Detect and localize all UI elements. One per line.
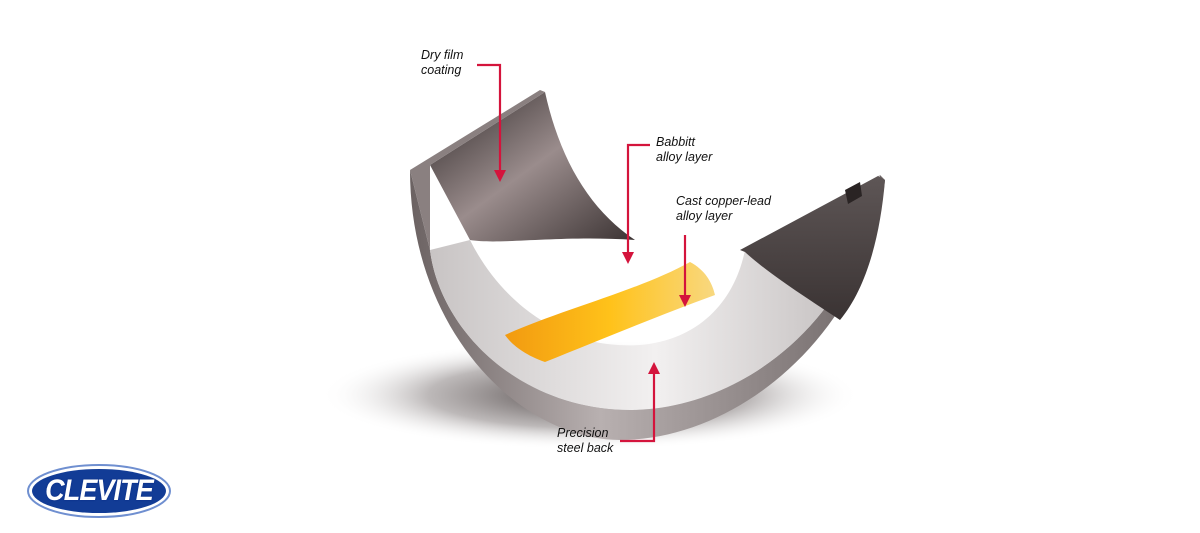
label-line: Cast copper-lead: [676, 194, 771, 208]
logo-oval: [27, 464, 171, 518]
babbitt-arrow: [626, 143, 650, 254]
right-tab-notch: [845, 182, 862, 204]
label-babbitt-alloy-layer: Babbitt alloy layer: [656, 135, 712, 165]
copper-lead-arrowhead: [679, 295, 691, 307]
clevite-logo: CLEVITE: [26, 463, 172, 519]
label-line: Dry film: [421, 48, 464, 62]
label-line: steel back: [557, 441, 614, 455]
copper-lead-layer: [505, 262, 715, 362]
babbitt-arrowhead: [622, 252, 634, 264]
dry-film-arrowhead: [494, 170, 506, 182]
steel-back-arrow: [620, 372, 656, 443]
right-tab-face: [740, 176, 885, 320]
logo-text: CLEVITE: [45, 474, 154, 507]
label-precision-steel-back: Precision steel back: [557, 426, 613, 456]
label-line: alloy layer: [656, 150, 713, 164]
steel-back-shell: [410, 170, 885, 440]
label-dry-film-coating: Dry film coating: [421, 48, 463, 78]
label-line: coating: [421, 63, 462, 77]
callout-arrows: [477, 63, 687, 443]
label-line: Precision: [557, 426, 609, 440]
label-cast-copper-lead-layer: Cast copper-lead alloy layer: [676, 194, 771, 224]
label-line: Babbitt: [656, 135, 695, 149]
left-tab-face: [430, 92, 635, 242]
steel-back-arrowhead: [648, 362, 660, 374]
dry-film-arrow: [477, 63, 502, 172]
label-line: alloy layer: [676, 209, 733, 223]
